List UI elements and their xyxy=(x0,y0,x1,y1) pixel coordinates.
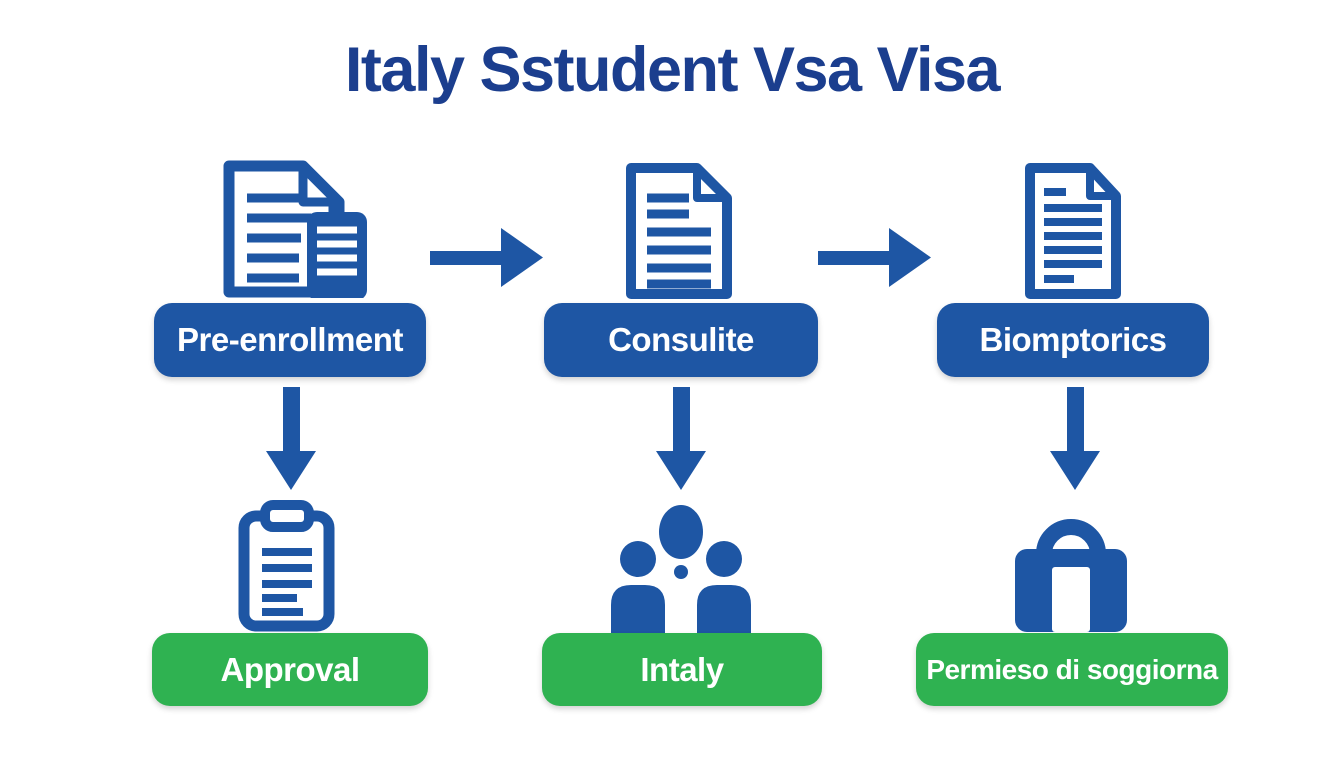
step-label: Consulite xyxy=(608,321,754,358)
down-arrow-icon xyxy=(656,387,706,492)
down-arrow-icon xyxy=(266,387,316,492)
documents-stack-icon xyxy=(213,156,371,298)
step-box-consulate: Consulite xyxy=(544,303,818,377)
right-arrow-icon xyxy=(430,220,545,295)
document-icon xyxy=(1016,158,1128,304)
result-label: Permieso di soggiorna xyxy=(926,653,1218,685)
clipboard-icon xyxy=(237,500,336,633)
step-box-biometrics: Biomptorics xyxy=(937,303,1209,377)
padlock-icon xyxy=(1013,508,1129,632)
right-arrow-icon xyxy=(818,220,933,295)
step-label: Biomptorics xyxy=(979,321,1167,358)
result-box-approval: Approval xyxy=(152,633,428,706)
document-icon xyxy=(617,158,739,304)
result-box-italy: Intaly xyxy=(542,633,822,706)
result-label: Intaly xyxy=(640,650,724,688)
result-label: Approval xyxy=(220,650,360,688)
people-icon xyxy=(608,502,754,635)
step-box-pre-enrollment: Pre-enrollment xyxy=(154,303,426,377)
step-label: Pre-enrollment xyxy=(177,321,403,358)
down-arrow-icon xyxy=(1050,387,1100,492)
page-title: Italy Sstudent Vsa Visa xyxy=(344,35,1001,105)
result-box-permesso: Permieso di soggiorna xyxy=(916,633,1228,706)
